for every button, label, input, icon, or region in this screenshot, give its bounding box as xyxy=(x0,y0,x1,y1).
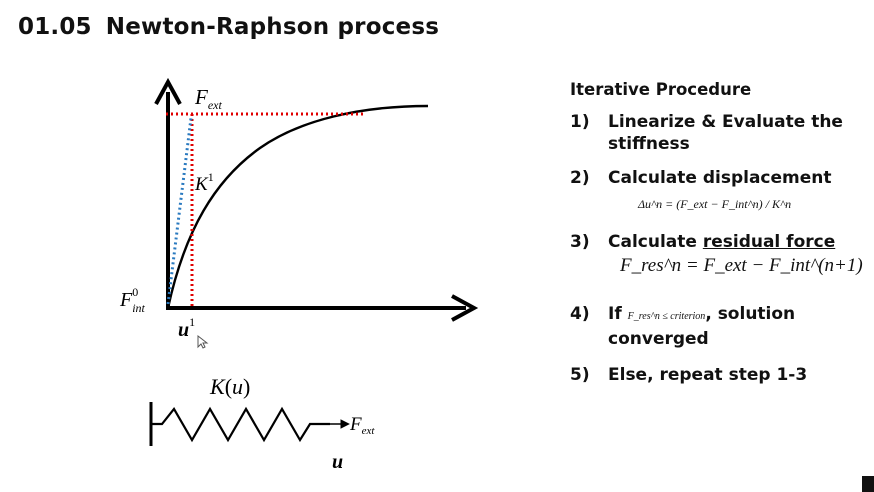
step-1: 1) Linearize & Evaluate the stiffness xyxy=(570,111,870,155)
step-4-text: , solution converged xyxy=(608,304,796,349)
convergence-condition: F_res^n ≤ criterion xyxy=(627,311,706,322)
corner-marker xyxy=(862,476,874,492)
residual-equation: F_res^n = F_ext − F_int^(n+1) xyxy=(570,255,870,297)
tangent-stiffness-line xyxy=(166,117,193,305)
displacement-equation: Δu^n = (F_ext − F_int^n) / K^n xyxy=(570,197,870,223)
slide-title: 01.05 Newton-Raphson process xyxy=(18,14,439,40)
step-4-index: 4) xyxy=(570,304,590,324)
step-4: 4) If F_res^n ≤ criterion, solution conv… xyxy=(570,303,870,350)
displacement-equation-text: Δu^n = (F_ext − F_int^n) / K^n xyxy=(638,197,792,211)
step-4-if: If xyxy=(608,304,628,324)
f-ext-label: Fext xyxy=(194,85,222,112)
procedure-heading: Iterative Procedure xyxy=(570,80,752,99)
step-3-index: 3) xyxy=(570,232,590,252)
response-curve xyxy=(166,104,429,309)
step-2-index: 2) xyxy=(570,168,590,188)
residual-equation-text: F_res^n = F_ext − F_int^(n+1) xyxy=(620,255,863,276)
residual-force-term: residual force xyxy=(702,232,836,252)
slide-number: 01.05 xyxy=(18,14,92,40)
step-2-text: Calculate displacement xyxy=(608,168,832,188)
step-5-index: 5) xyxy=(570,365,590,385)
x-axis-arrowhead xyxy=(451,294,479,322)
step-2: 2) Calculate displacement xyxy=(570,167,870,189)
slide-title-text: Newton-Raphson process xyxy=(105,14,440,40)
y-axis-arrowhead xyxy=(154,77,182,105)
step-1-text: Linearize & Evaluate the stiffness xyxy=(608,112,843,154)
spring-displacement-label: u xyxy=(332,451,343,473)
mouse-cursor-icon xyxy=(197,334,209,349)
step-3: 3) Calculate residual force xyxy=(570,231,870,253)
u1-label: u1 xyxy=(178,315,195,341)
step-3-text: Calculate xyxy=(608,232,703,252)
spring-stiffness-label: K(u) xyxy=(209,374,250,399)
step-1-index: 1) xyxy=(570,112,590,132)
iterative-procedure: Iterative Procedure 1) Linearize & Evalu… xyxy=(570,80,870,386)
step-5: 5) Else, repeat step 1-3 xyxy=(570,364,870,386)
step-5-text: Else, repeat step 1-3 xyxy=(608,365,808,385)
spring-force-label: Fext xyxy=(349,414,375,437)
k1-label: K1 xyxy=(194,170,214,195)
spring xyxy=(151,406,330,443)
